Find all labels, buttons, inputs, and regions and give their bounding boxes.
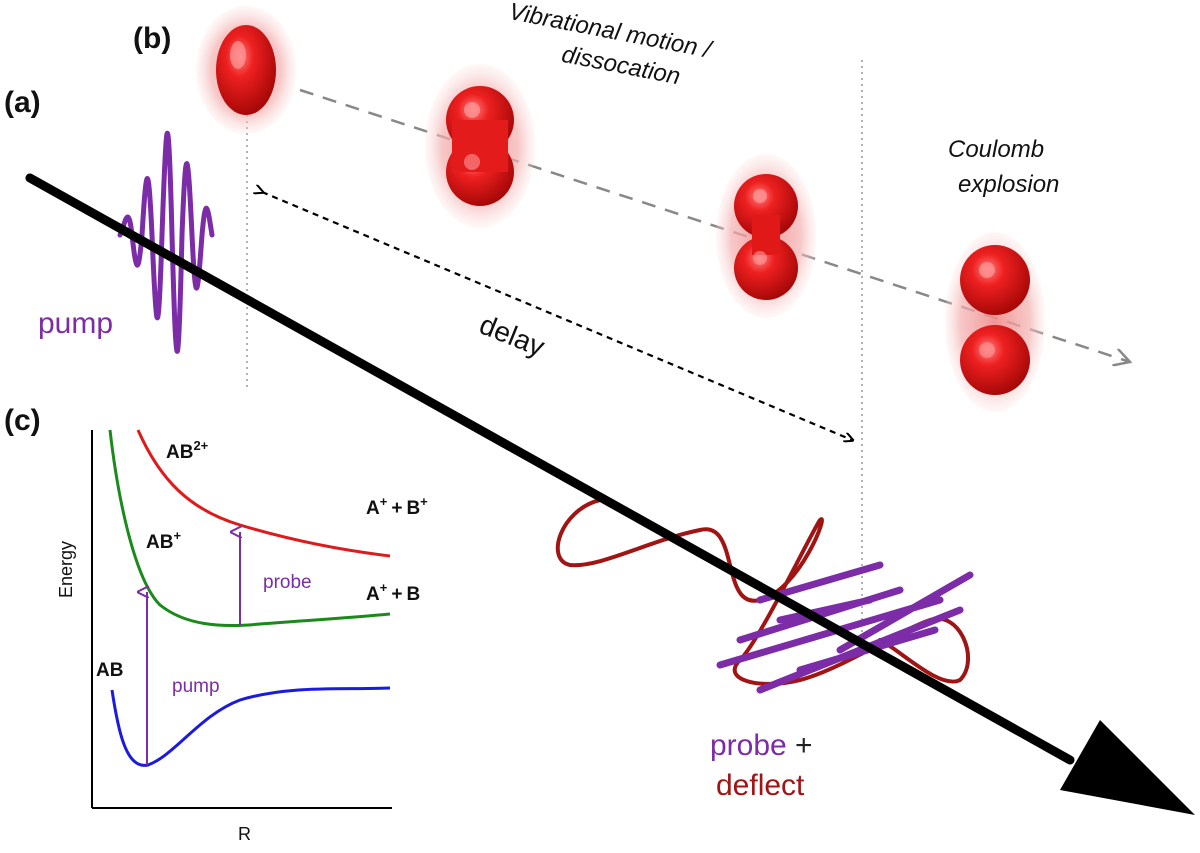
vibrational-annotation: Vibrational motion / dissocation	[507, 0, 716, 90]
r-axis-label: R	[238, 824, 251, 844]
state-ab-label: AB	[96, 660, 123, 681]
state-abplus-label: AB+	[146, 528, 181, 553]
deflect-pulse	[555, 498, 971, 686]
curve-ab-plus	[108, 429, 391, 628]
probe-transition-label: probe	[263, 572, 312, 593]
probe-pulse-label: probe	[710, 729, 787, 762]
delay-arrow	[262, 192, 852, 440]
molecule-4	[945, 232, 1045, 412]
pump-transition-label: pump	[172, 676, 220, 697]
energy-diagram: Energy R pump probe AB2+ AB+ AB A++B+ A+…	[56, 429, 428, 844]
curve-ab-2plus	[136, 429, 391, 558]
panel-label-c: (c)	[4, 404, 41, 437]
molecule-2	[425, 64, 535, 228]
plus-label: +	[795, 729, 813, 762]
coulomb-text-line2: explosion	[958, 171, 1059, 198]
panel-label-a: (a)	[4, 86, 41, 119]
panel-label-b: (b)	[133, 22, 171, 55]
coulomb-text-line1: Coulomb	[948, 136, 1044, 163]
asymptote-ab2plus-label: A++B+	[366, 494, 428, 519]
beam-axis	[25, 173, 1075, 765]
beam-arrowhead	[1060, 720, 1195, 815]
molecule-3	[716, 154, 816, 318]
curve-ab	[110, 686, 391, 767]
delay-label: delay	[475, 309, 549, 363]
state-ab2plus-label: AB2+	[166, 438, 209, 463]
pump-label: pump	[38, 307, 113, 340]
pump-pulse	[117, 130, 215, 354]
deflect-label: deflect	[716, 769, 805, 802]
asymptote-abplus-label: A++B	[366, 580, 420, 605]
energy-axis-label: Energy	[56, 541, 76, 598]
molecule-1	[196, 6, 296, 134]
